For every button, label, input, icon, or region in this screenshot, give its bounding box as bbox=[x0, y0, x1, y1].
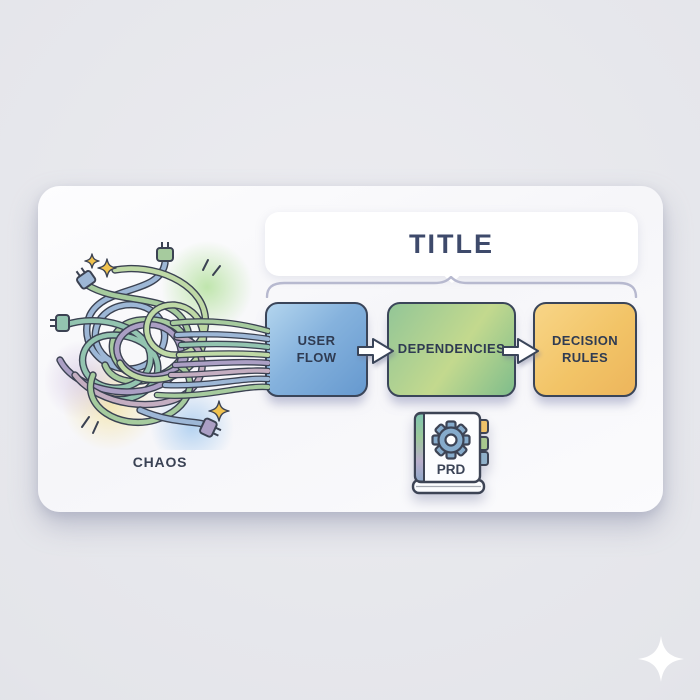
action-lines bbox=[81, 259, 221, 434]
step-dependencies: DEPENDENCIES bbox=[387, 302, 516, 397]
page-title: TITLE bbox=[409, 228, 494, 259]
wire-fan bbox=[153, 318, 270, 399]
page-sparkle-icon bbox=[638, 636, 684, 682]
sparkle-gold-icon bbox=[84, 253, 230, 422]
step-label: DECISION RULES bbox=[551, 332, 619, 365]
step-label: USER FLOW bbox=[296, 332, 337, 365]
right-block-arrow-icon bbox=[357, 338, 394, 364]
chaos-label: CHAOS bbox=[132, 454, 188, 470]
title-panel: TITLE bbox=[265, 212, 638, 284]
step-decision-rules: DECISION RULES bbox=[533, 302, 637, 397]
tangled-wires-icon bbox=[45, 241, 270, 450]
right-block-arrow-icon bbox=[502, 338, 539, 364]
diagram-card: TITLE USER FLOW DEPENDENCIES DECISION RU… bbox=[38, 186, 663, 512]
prd-book-icon: PRD bbox=[411, 411, 489, 495]
step-user-flow: USER FLOW bbox=[265, 302, 368, 397]
plug-icon bbox=[50, 242, 222, 438]
brace bbox=[265, 276, 638, 298]
step-label: DEPENDENCIES bbox=[397, 341, 506, 357]
book-label: PRD bbox=[437, 462, 466, 477]
book-spine bbox=[414, 412, 425, 483]
gear-icon bbox=[431, 420, 471, 460]
